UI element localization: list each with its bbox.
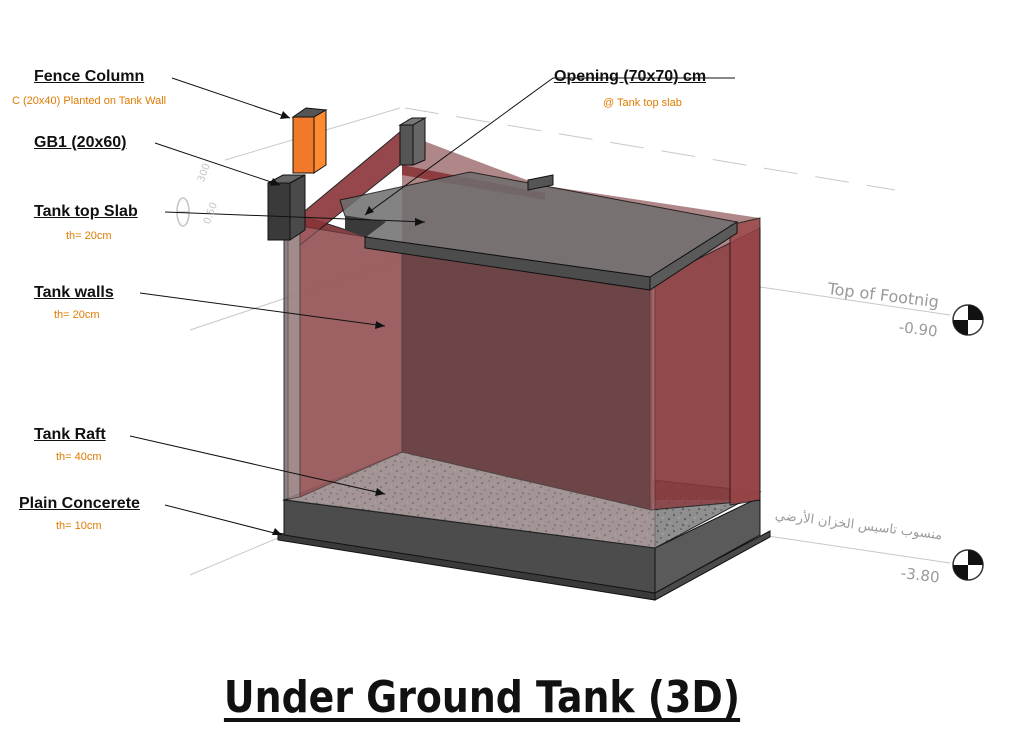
grid-line [759,286,951,316]
level-marker-icon [952,549,984,581]
leader-tank-top-slab [164,211,426,223]
tank-top-slab-note: th= 20cm [66,230,112,242]
tank-top-slab [339,171,739,291]
tank-top-slab-label: Tank top Slab [34,203,138,220]
plain-concrete-note: th= 10cm [56,520,102,532]
level-marker-icon [952,304,984,336]
tank-walls-label: Tank walls [34,284,114,301]
gb1-beam [267,174,306,241]
leader-tank-raft [129,435,386,495]
leader-opening [364,77,735,216]
fence-column-note: C (20x40) Planted on Tank Wall [12,95,167,107]
ghost-marker [176,197,190,227]
leader-fence-column [171,77,291,119]
leader-tank-walls [139,292,386,327]
fence-column-label: Fence Column [34,68,145,85]
plain-concrete [277,530,771,601]
leader-arrowheads [270,111,425,535]
fence-column [291,107,328,174]
plain-concrete-label: Plain Concerete [19,495,140,512]
tank-raft-label: Tank Raft [34,426,106,443]
opening-label: Opening (70x70) cm [554,68,707,85]
page-title: Under Ground Tank (3D) [223,672,741,723]
gb1-label: GB1 (20x60) [34,134,127,151]
grid-line [404,107,896,191]
leader-gb1 [154,142,281,186]
tank-raft [282,451,762,594]
leader-plain-concrete [164,504,283,536]
grid-line [189,534,286,576]
tank-raft-note: th= 40cm [56,451,102,463]
tank-walls-note: th= 20cm [54,309,100,321]
leader-lines [129,77,735,536]
opening-note: @ Tank top slab [603,97,682,109]
grid-line [767,535,951,564]
wall-column [398,117,427,166]
